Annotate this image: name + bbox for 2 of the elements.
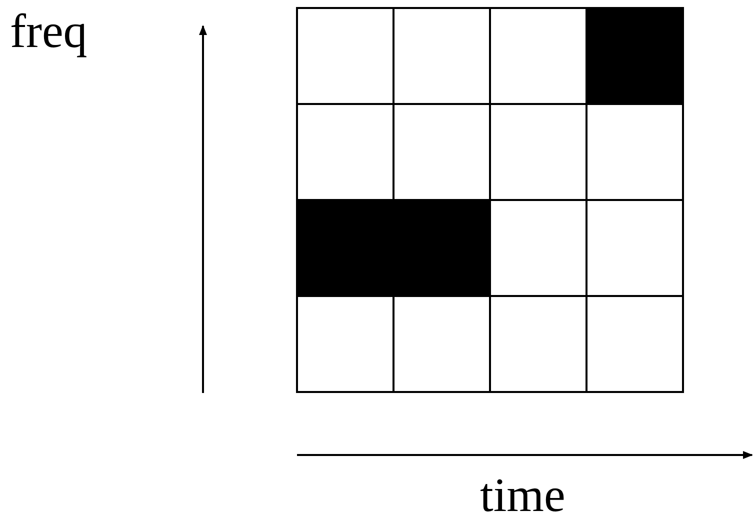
axis-label: freq (10, 8, 88, 56)
axis-label: time (480, 472, 566, 520)
